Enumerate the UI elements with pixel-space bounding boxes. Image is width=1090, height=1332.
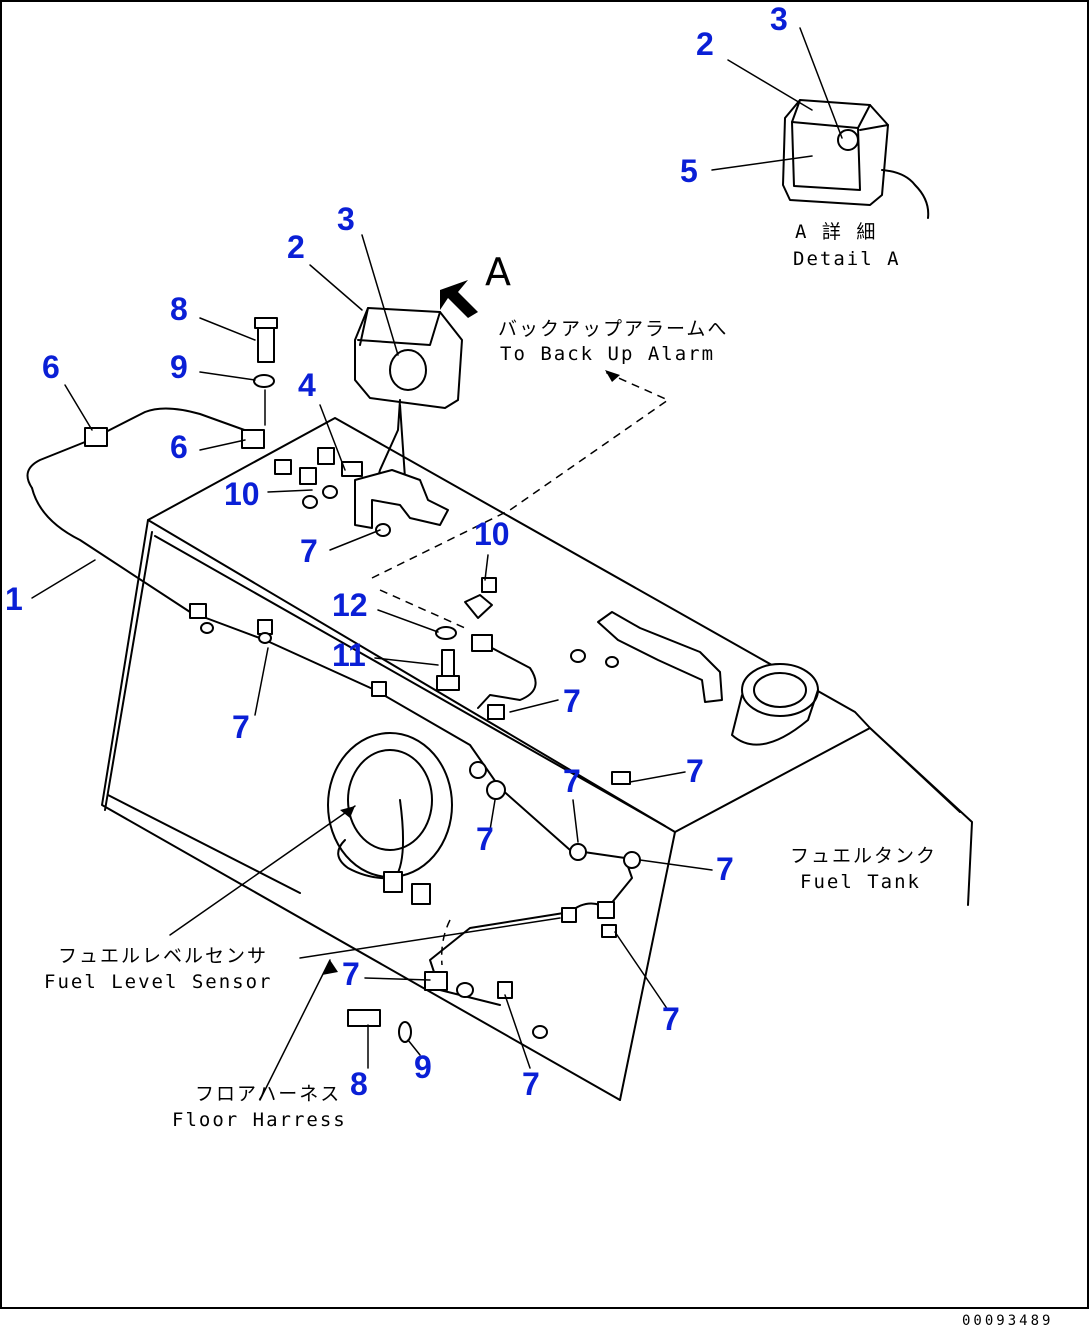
callout-1: 1	[5, 581, 23, 617]
callout-7-h: 7	[342, 956, 360, 992]
backup-alarm-en: To Back Up Alarm	[500, 343, 715, 365]
callout-main-2: 2	[287, 229, 305, 265]
callout-main-3: 3	[337, 201, 355, 237]
fuel-level-sensor-en: Fuel Level Sensor	[44, 971, 272, 993]
lamp-bracket	[341, 461, 449, 529]
detail-a-marker: A	[485, 250, 511, 294]
dashed-backup-route	[371, 371, 670, 579]
detail-a-arrow-icon	[440, 280, 478, 318]
leader-detail-5	[711, 155, 813, 171]
callout-11: 11	[332, 637, 366, 673]
harness-top	[26, 407, 251, 489]
callout-7-a: 7	[300, 533, 318, 569]
callout-7-j: 7	[522, 1066, 540, 1102]
callout-detail-5: 5	[680, 153, 698, 189]
callout-9-top: 9	[170, 349, 188, 385]
callout-detail-3: 3	[770, 1, 788, 37]
harness-branch	[477, 647, 537, 709]
drawing-code: 00093489	[962, 1313, 1053, 1329]
callout-7-i: 7	[662, 1001, 680, 1037]
dashed-bolt-axis	[379, 589, 466, 629]
callout-9-bot: 9	[414, 1049, 432, 1085]
fuel-level-sensor	[327, 732, 453, 905]
fasteners	[84, 317, 497, 1043]
callout-12: 12	[332, 587, 368, 623]
backup-alarm-jp: バックアップアラームへ	[498, 318, 728, 340]
dashed-sensor	[440, 919, 451, 966]
callout-7-f: 7	[476, 821, 494, 857]
callout-7-g: 7	[716, 851, 734, 887]
callout-7-b: 7	[232, 709, 250, 745]
fuel-level-sensor-jp: フュエルレベルセンサ	[58, 945, 268, 967]
callout-detail-2: 2	[696, 26, 714, 62]
leader-lines	[31, 234, 713, 1101]
fuel-tank-en: Fuel Tank	[800, 871, 921, 893]
leader-detail-2	[727, 59, 813, 111]
leader-detail-3	[799, 27, 843, 139]
floor-harness-en: Floor Harress	[172, 1109, 347, 1131]
harness-lower	[429, 902, 601, 1006]
detail-a-jp: A 詳 細	[795, 221, 877, 243]
callout-7-e: 7	[563, 763, 581, 799]
callout-4: 4	[298, 367, 316, 403]
callout-8-bot: 8	[350, 1066, 368, 1102]
clips	[189, 603, 641, 1039]
callout-10-top: 10	[224, 476, 260, 512]
callout-7-c: 7	[563, 683, 581, 719]
detail-a-en: Detail A	[793, 248, 901, 270]
fuel-tank-jp: フュエルタンク	[790, 845, 937, 867]
fuel-tank	[101, 417, 973, 1101]
callout-8-top: 8	[170, 291, 188, 327]
detail-a-lamp	[782, 99, 930, 219]
callout-7-d: 7	[686, 753, 704, 789]
back-up-lamp	[354, 307, 463, 501]
callout-10-mid: 10	[474, 516, 510, 552]
floor-harness-jp: フロアハーネス	[195, 1083, 341, 1105]
harness-main	[31, 487, 633, 906]
callout-6-left: 6	[42, 349, 60, 385]
callout-6-mid: 6	[170, 429, 188, 465]
